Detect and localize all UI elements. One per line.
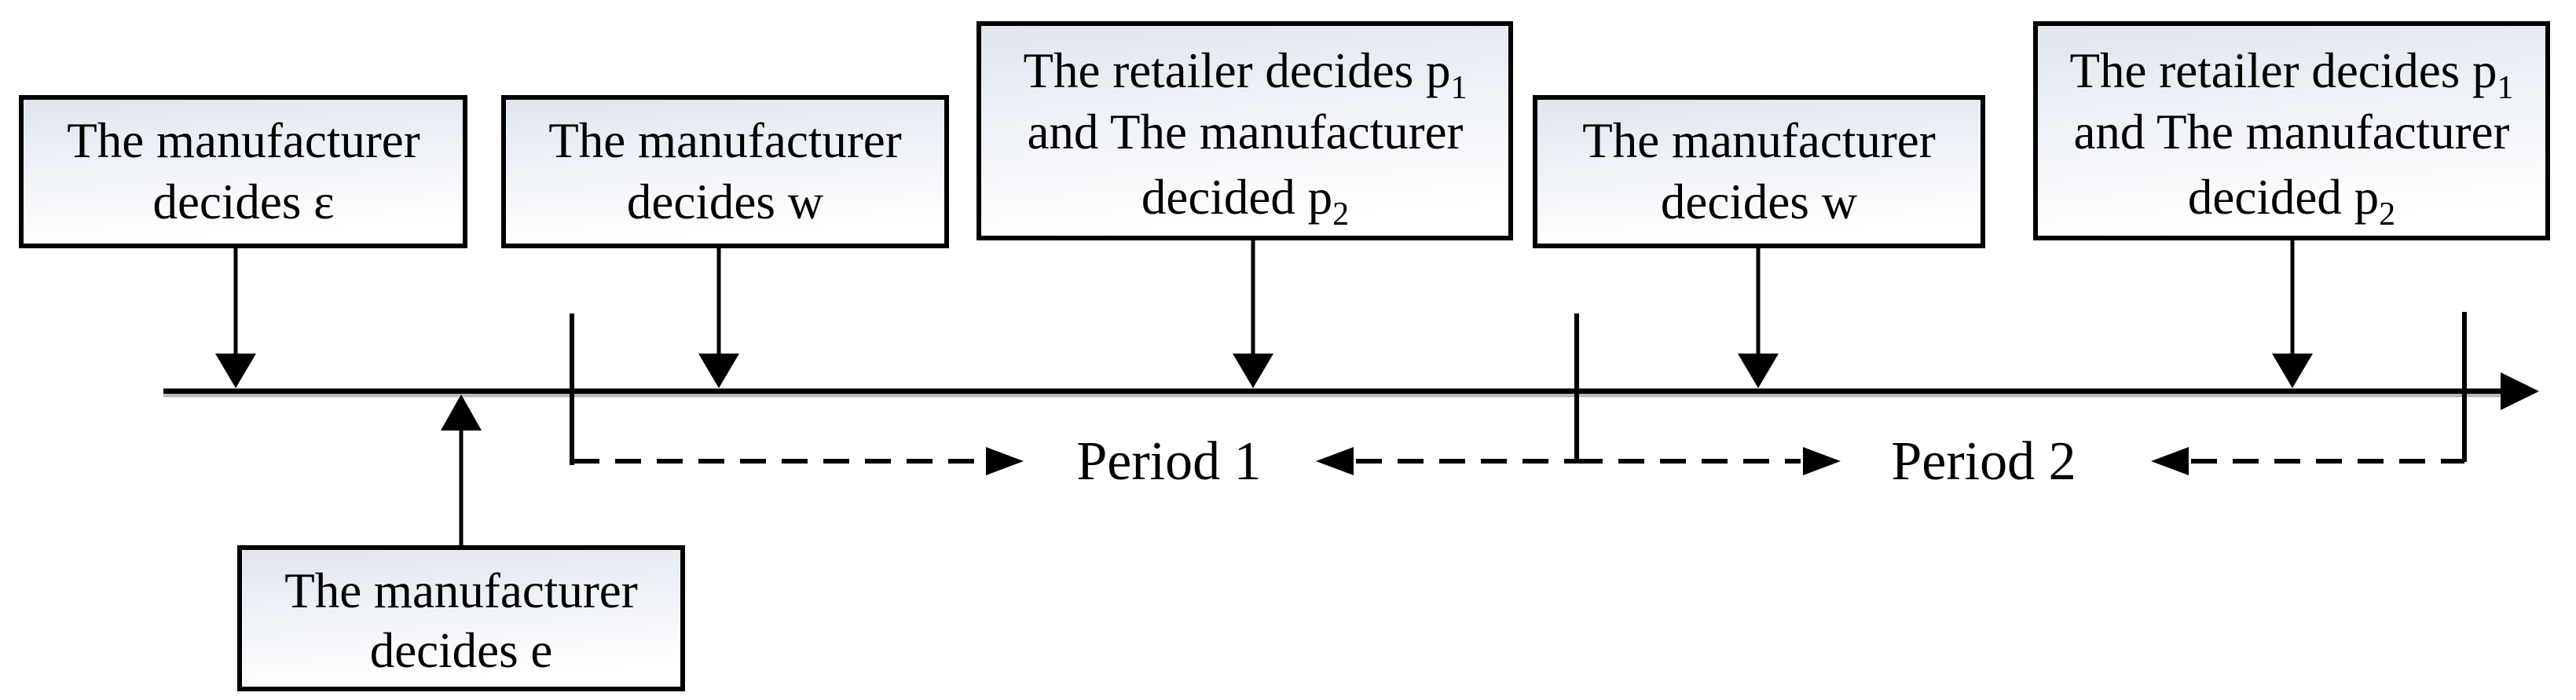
decision-box-w1-line1: The manufacturer <box>548 113 902 168</box>
decision-box-prices1-line3: decided p2 <box>1141 170 1349 233</box>
decision-box-epsilon-arrowhead-icon <box>215 354 256 388</box>
decision-box-epsilon-line1: The manufacturer <box>67 113 420 168</box>
period2-span-left-arrowhead-icon <box>2151 447 2189 475</box>
decision-box-epsilon-line2: decides ε <box>152 174 334 229</box>
period2-label: Period 2 <box>1891 431 2076 492</box>
period1-span-left-arrowhead-icon <box>1316 447 1354 475</box>
decision-box-prices2-line1-subscript: 1 <box>2497 70 2513 106</box>
decision-box-w2-line1: The manufacturer <box>1582 113 1936 168</box>
decision-box-prices2-arrowhead-icon <box>2272 354 2313 388</box>
decision-box-prices1-line1-text: The retailer decides p <box>1024 43 1451 98</box>
decision-box-prices1-line3-text: decided p <box>1141 170 1332 225</box>
decision-box-prices2-line2: and The manufacturer <box>2073 104 2509 159</box>
decision-box-prices1 <box>977 21 1513 240</box>
decision-box-prices2-line1-text: The retailer decides p <box>2070 43 2497 98</box>
decision-box-w2-group: The manufacturer decides w <box>1533 95 1985 388</box>
period2-span-right-arrowhead-icon <box>1803 447 1841 475</box>
decision-box-w2-arrowhead-icon <box>1738 354 1779 388</box>
period1-span-right-arrowhead-icon <box>986 447 1024 475</box>
decision-box-prices1-line3-subscript: 2 <box>1332 196 1349 233</box>
decision-box-prices1-line1: The retailer decides p1 <box>1024 43 1468 106</box>
decision-box-epsilon <box>19 95 467 248</box>
decision-box-prices1-line1-subscript: 1 <box>1450 70 1467 106</box>
decision-box-e-line1: The manufacturer <box>284 563 638 618</box>
decision-box-e-arrowhead-icon <box>441 394 482 431</box>
decision-box-prices2-group: The retailer decides p1 and The manufact… <box>2033 21 2550 388</box>
decision-box-e-line2: decides e <box>370 623 553 678</box>
decision-box-w1-line2: decides w <box>627 174 824 229</box>
decision-box-prices1-group: The retailer decides p1 and The manufact… <box>977 21 1513 388</box>
period1-label: Period 1 <box>1076 431 1261 492</box>
timeline-axis-arrowhead-icon <box>2501 372 2539 410</box>
decision-box-prices2-line3: decided p2 <box>2188 170 2395 233</box>
decision-box-e-group: The manufacturer decides e <box>237 394 685 691</box>
decision-box-prices2 <box>2033 21 2550 240</box>
decision-box-epsilon-group: The manufacturer decides ε <box>19 95 467 388</box>
decision-box-w1 <box>501 95 949 248</box>
decision-box-prices1-line2: and The manufacturer <box>1027 104 1463 159</box>
decision-box-w2-line2: decides w <box>1661 174 1858 229</box>
decision-box-prices2-line1: The retailer decides p1 <box>2070 43 2514 106</box>
decision-box-prices1-arrowhead-icon <box>1233 354 1273 388</box>
decision-box-w1-arrowhead-icon <box>698 354 739 388</box>
decision-box-prices2-line3-text: decided p <box>2188 170 2379 225</box>
decision-box-w2 <box>1533 95 1985 248</box>
decision-box-w1-group: The manufacturer decides w <box>501 95 949 388</box>
decision-box-prices2-line3-subscript: 2 <box>2379 196 2395 233</box>
